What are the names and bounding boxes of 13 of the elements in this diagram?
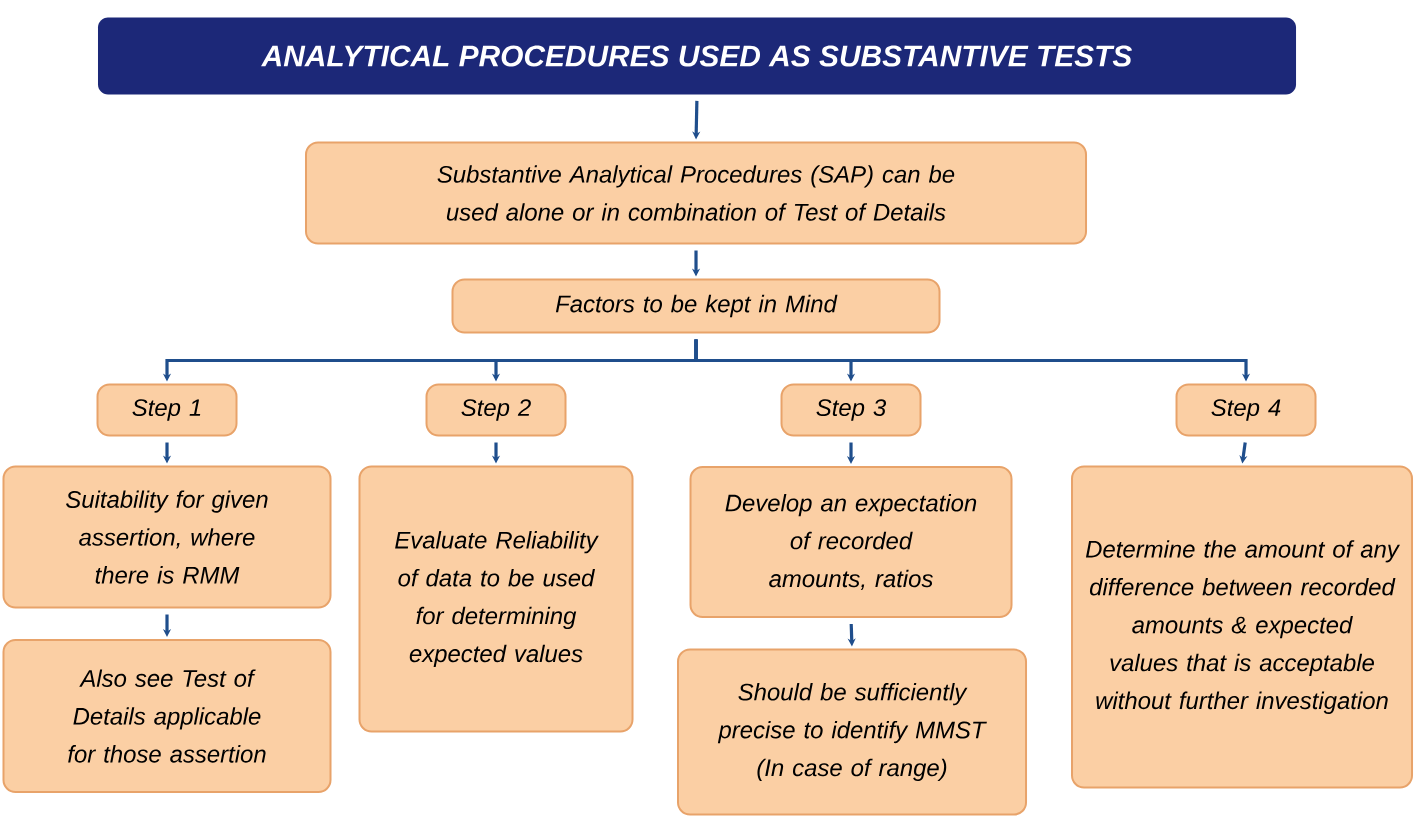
step-box: Step 2 bbox=[425, 383, 567, 437]
process-box: Suitability for given assertion, where there is RMM bbox=[2, 465, 332, 609]
step-box: Step 4 bbox=[1175, 383, 1317, 437]
process-box: Factors to be kept in Mind bbox=[451, 278, 941, 334]
step-box: Step 3 bbox=[780, 383, 922, 437]
process-box: Should be sufficiently precise to identify MMST (In case of range) bbox=[677, 648, 1027, 816]
step-box: Step 1 bbox=[96, 383, 238, 437]
process-box: Also see Test of Details applicable for those assertion bbox=[2, 639, 332, 793]
process-box: Determine the amount of any difference between recorded amounts & expected values that is acceptable without further investigation bbox=[1071, 465, 1413, 789]
process-box: Substantive Analytical Procedures (SAP) can be used alone or in combination of Test of Details bbox=[305, 141, 1087, 245]
process-box: Develop an expectation of recorded amounts, ratios bbox=[689, 466, 1013, 618]
process-box: Evaluate Reliability of data to be used for determining expected values bbox=[358, 465, 634, 733]
title-banner: ANALYTICAL PROCEDURES USED AS SUBSTANTIVE TESTS bbox=[98, 17, 1297, 95]
